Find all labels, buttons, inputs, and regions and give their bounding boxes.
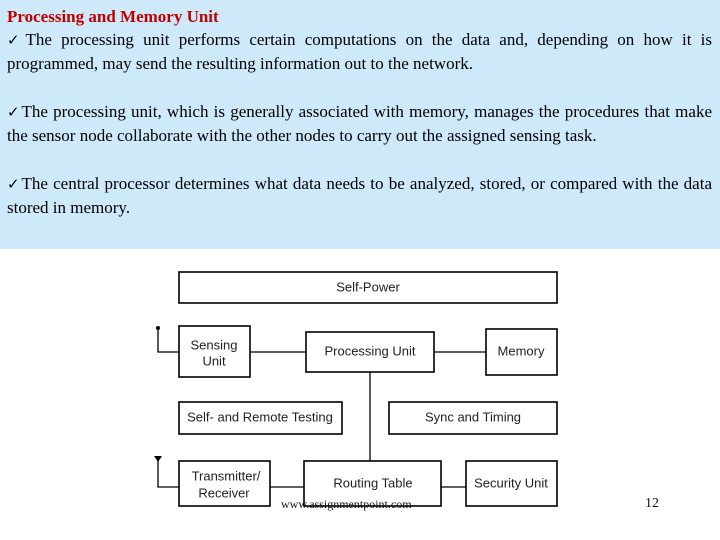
slide-title: Processing and Memory Unit bbox=[7, 7, 219, 26]
bullet-2-text: The processing unit, which is generally … bbox=[7, 102, 712, 145]
label-self-remote-testing: Self- and Remote Testing bbox=[187, 409, 333, 424]
check-icon: ✓ bbox=[7, 103, 21, 121]
page-number: 12 bbox=[645, 496, 659, 511]
label-sync-timing: Sync and Timing bbox=[425, 409, 521, 424]
box-transmitter-receiver: Transmitter/ Receiver bbox=[178, 460, 271, 507]
box-self-power: Self-Power bbox=[178, 271, 558, 304]
check-icon: ✓ bbox=[7, 31, 25, 49]
radio-antenna-tip bbox=[154, 456, 162, 462]
bullet-1-text: The processing unit performs certain com… bbox=[7, 30, 712, 73]
label-memory: Memory bbox=[498, 343, 545, 358]
box-routing-table: Routing Table bbox=[303, 460, 442, 507]
check-icon: ✓ bbox=[7, 175, 21, 193]
text-panel: Processing and Memory Unit ✓The processi… bbox=[0, 0, 720, 249]
sensor-antenna-tip bbox=[156, 326, 160, 330]
label-unit: Unit bbox=[202, 353, 226, 368]
box-processing-unit: Processing Unit bbox=[305, 331, 435, 373]
radio-antenna bbox=[157, 458, 179, 488]
bullet-1: ✓The processing unit performs certain co… bbox=[7, 28, 712, 76]
box-sensing-unit: Sensing Unit bbox=[178, 325, 251, 378]
footer-website: www.assignmentpoint.com bbox=[281, 497, 412, 511]
label-security-unit: Security Unit bbox=[474, 475, 548, 490]
box-sync-timing: Sync and Timing bbox=[388, 401, 558, 435]
label-receiver: Receiver bbox=[198, 485, 250, 500]
label-processing-unit: Processing Unit bbox=[324, 343, 415, 358]
label-routing-table: Routing Table bbox=[333, 475, 412, 490]
bullet-2: ✓The processing unit, which is generally… bbox=[7, 100, 712, 148]
bullet-3: ✓The central processor determines what d… bbox=[7, 172, 712, 220]
label-sensing: Sensing bbox=[191, 337, 238, 352]
label-self-power: Self-Power bbox=[336, 279, 400, 294]
sensor-antenna bbox=[157, 330, 179, 353]
diagram-connectors bbox=[154, 326, 486, 488]
box-memory: Memory bbox=[485, 328, 558, 376]
label-transmitter: Transmitter/ bbox=[192, 468, 261, 483]
box-self-remote-testing: Self- and Remote Testing bbox=[178, 401, 343, 435]
bullet-3-text: The central processor determines what da… bbox=[7, 174, 712, 217]
box-security-unit: Security Unit bbox=[465, 460, 558, 507]
